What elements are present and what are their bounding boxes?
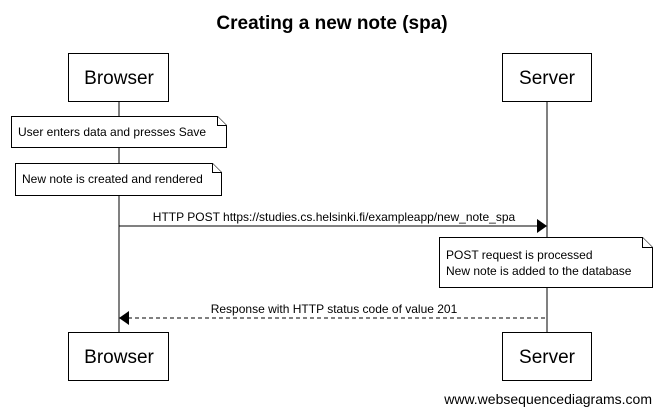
- browser-participant-bottom: Browser: [68, 332, 169, 381]
- message-http-post: HTTP POST https://studies.cs.helsinki.fi…: [119, 210, 547, 233]
- browser-participant-bottom-label: Browser: [84, 347, 154, 368]
- note-user-enters-data: User enters data and presses Save: [11, 116, 227, 148]
- note-user-enters-data-text: User enters data and presses Save: [18, 125, 206, 139]
- diagram-title: Creating a new note (spa): [216, 13, 447, 34]
- message-response: Response with HTTP status code of value …: [119, 302, 547, 325]
- message-http-post-label: HTTP POST https://studies.cs.helsinki.fi…: [153, 210, 516, 224]
- note-server-processing-line2: New note is added to the database: [446, 264, 632, 278]
- server-participant-label: Server: [519, 68, 576, 89]
- browser-participant-label: Browser: [84, 68, 154, 89]
- note-new-note-created: New note is created and rendered: [15, 163, 222, 196]
- browser-participant-top: Browser: [68, 53, 169, 102]
- message-response-label: Response with HTTP status code of value …: [211, 302, 458, 316]
- watermark: www.websequencediagrams.com: [443, 391, 652, 407]
- message-http-post-arrowhead: [537, 219, 547, 233]
- note-new-note-created-text: New note is created and rendered: [22, 172, 203, 186]
- note-server-processing: POST request is processed New note is ad…: [439, 237, 653, 288]
- server-participant-top: Server: [502, 53, 592, 102]
- note-server-processing-line1: POST request is processed: [446, 248, 593, 262]
- message-response-arrowhead: [119, 311, 129, 325]
- server-participant-bottom-label: Server: [519, 347, 576, 368]
- server-participant-bottom: Server: [502, 332, 592, 381]
